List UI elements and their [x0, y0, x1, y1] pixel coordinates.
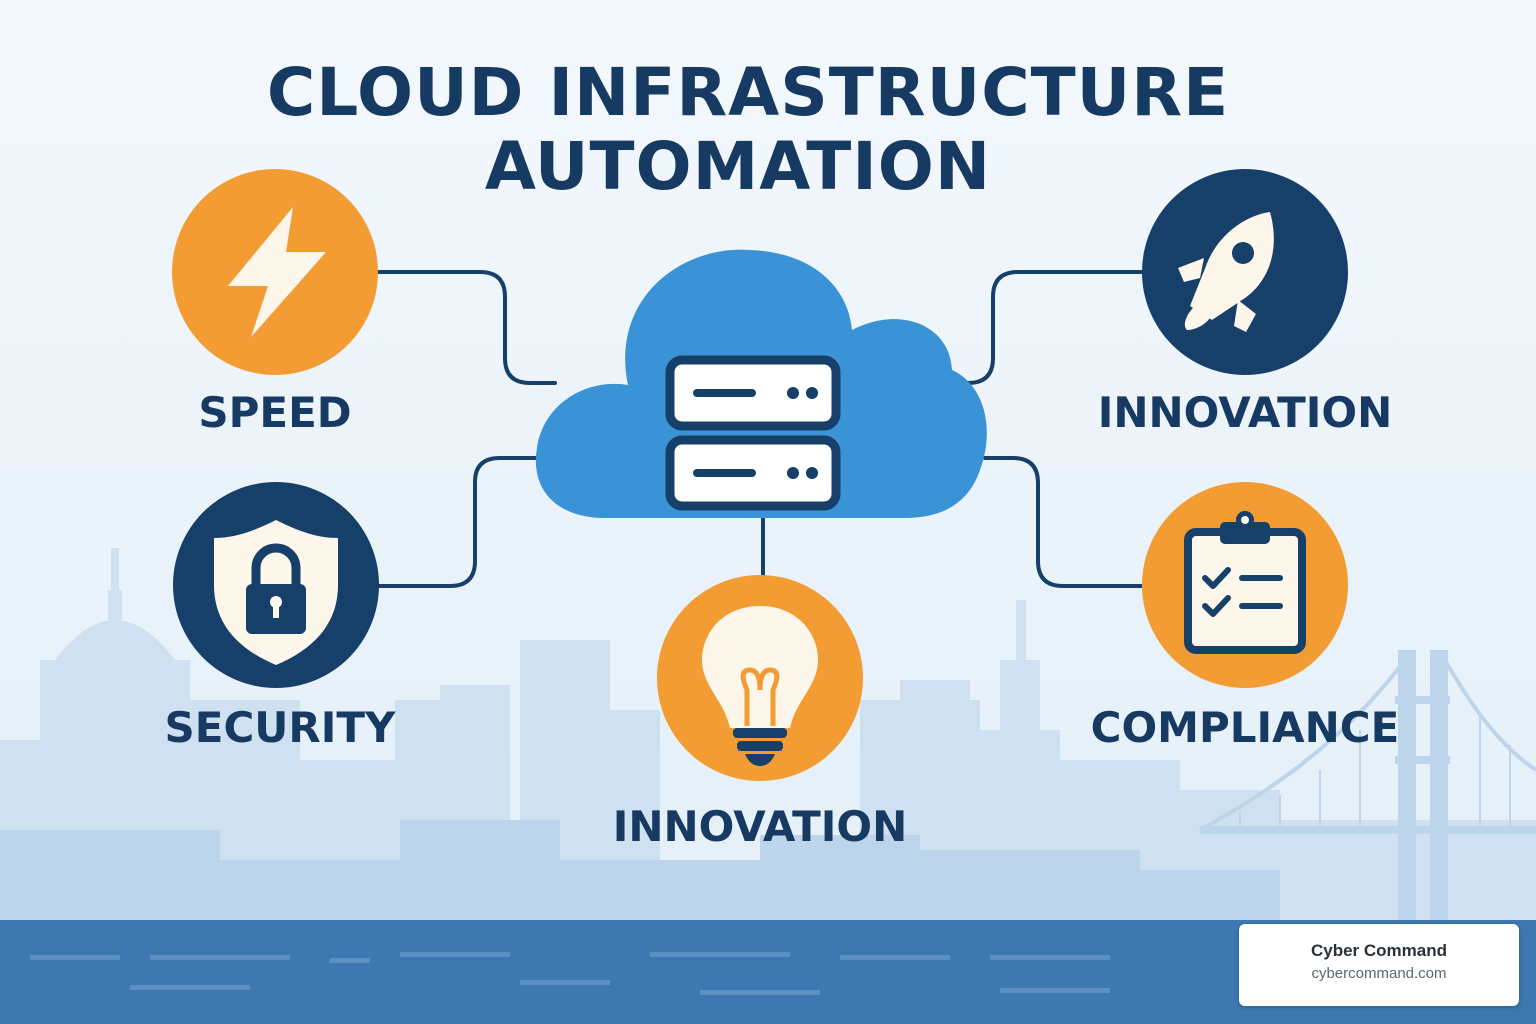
connector-compliance [983, 456, 1145, 588]
label-innovation-bottom: INNOVATION [612, 802, 908, 851]
clipboard-checklist-icon [1184, 511, 1306, 654]
node-innovation-right [1142, 169, 1348, 375]
brand-card: Cyber Command cybercommand.com [1239, 924, 1519, 1006]
brand-name: Cyber Command [1310, 941, 1448, 960]
node-security [173, 482, 379, 688]
label-speed: SPEED [198, 388, 352, 437]
node-innovation-bottom [657, 575, 863, 781]
label-compliance: COMPLIANCE [1090, 703, 1400, 752]
title-line-2: AUTOMATION [484, 128, 992, 205]
bridge [1199, 650, 1536, 930]
label-innovation-right: INNOVATION [1097, 388, 1393, 437]
brand-url: cybercommand.com [1311, 965, 1447, 982]
title-line-1: CLOUD INFRASTRUCTURE [266, 54, 1230, 131]
connector-speed [376, 270, 557, 385]
server-rack-icon [665, 355, 841, 511]
lightbulb-icon [702, 606, 818, 766]
rocket-icon [1178, 212, 1274, 332]
lightning-bolt-icon [228, 207, 326, 337]
label-security: SECURITY [164, 703, 396, 752]
node-compliance [1142, 482, 1348, 688]
connector-security [376, 456, 547, 588]
node-speed [172, 169, 378, 375]
city-skyline-front [0, 820, 1280, 930]
cloud-hub [535, 249, 987, 518]
connector-innovation-right [928, 270, 1145, 385]
